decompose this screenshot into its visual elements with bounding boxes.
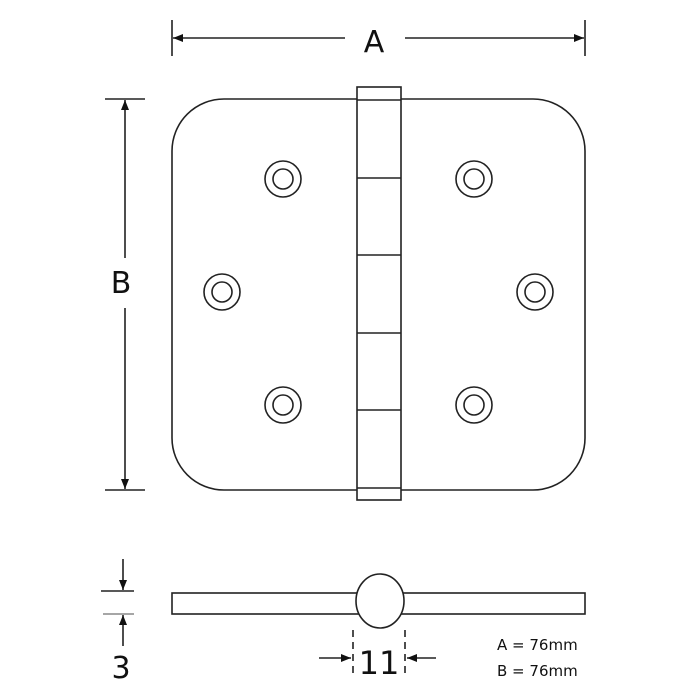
dimension-b-label: B	[111, 266, 132, 301]
screw-hole-icon	[455, 160, 493, 198]
dimension-b	[105, 98, 145, 491]
thickness-label: 3	[111, 651, 130, 686]
side-view	[171, 573, 586, 629]
screw-hole-icon	[264, 386, 302, 424]
dimension-a	[171, 20, 586, 56]
dimension-thickness	[101, 559, 134, 646]
screw-holes	[203, 160, 554, 424]
knuckle-diameter-label: 11	[359, 644, 400, 682]
hinge-knuckle	[356, 86, 402, 501]
dimension-a-label: A	[364, 25, 385, 60]
screw-hole-icon	[264, 160, 302, 198]
legend-a: A = 76mm	[497, 636, 578, 654]
dimension-knuckle	[319, 630, 436, 678]
screw-hole-icon	[455, 386, 493, 424]
legend-b: B = 76mm	[497, 662, 578, 680]
screw-hole-icon	[203, 273, 241, 311]
screw-hole-icon	[516, 273, 554, 311]
